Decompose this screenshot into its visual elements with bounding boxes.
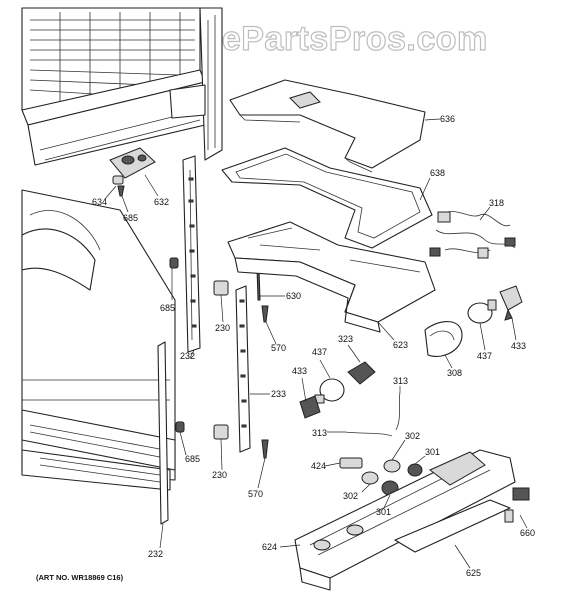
callout-685-mid: 685	[160, 303, 175, 313]
callout-230-upper: 230	[215, 323, 230, 333]
callout-230-lower: 230	[212, 470, 227, 480]
cabinet-side-wall	[169, 7, 223, 161]
callout-685-low: 685	[185, 454, 200, 464]
callout-433-right: 433	[511, 341, 526, 351]
part-685-screw-mid	[169, 257, 179, 269]
callout-232-upper: 232	[180, 351, 195, 361]
part-625-trim	[394, 499, 511, 553]
callout-660: 660	[520, 528, 535, 538]
part-313-wire-upper	[395, 391, 401, 431]
callout-638: 638	[430, 168, 445, 178]
callout-labels: 636 638 318 634 632 685 685 630 230 570 …	[92, 114, 535, 578]
callout-433-center: 433	[292, 366, 307, 376]
callout-308: 308	[447, 368, 462, 378]
part-424-switch	[339, 457, 363, 469]
callout-301-lower: 301	[376, 507, 391, 517]
part-302-knob-upper	[383, 459, 401, 473]
part-624-control-housing	[294, 449, 516, 591]
part-308-light-shield	[424, 321, 463, 357]
callout-570-lower: 570	[248, 489, 263, 499]
art-number: (ART NO. WR18869 C16)	[36, 573, 124, 582]
part-433-socket-right	[499, 285, 523, 321]
part-232-rail-lower	[157, 341, 169, 525]
part-433-socket-center	[299, 395, 321, 419]
callout-685-top: 685	[123, 213, 138, 223]
part-232-rail-upper	[182, 155, 201, 353]
part-570-screw-lower	[261, 439, 269, 459]
part-685-screw-top	[117, 185, 125, 197]
part-437-bulb-center	[314, 378, 345, 404]
part-318-wire-harness	[429, 211, 516, 259]
part-638-insulation	[221, 147, 433, 249]
part-313-wire-lower	[344, 431, 393, 437]
callout-437-center: 437	[312, 347, 327, 357]
cabinet-top-shelf	[21, 7, 206, 166]
part-233-rail	[235, 285, 251, 453]
callout-570-upper: 570	[271, 343, 286, 353]
callout-318: 318	[489, 198, 504, 208]
callout-313-lower: 313	[312, 428, 327, 438]
part-230-support-upper	[213, 280, 229, 296]
callout-636: 636	[440, 114, 455, 124]
part-685-screw-low	[175, 421, 185, 433]
part-437-bulb-right	[467, 299, 497, 324]
callout-632: 632	[154, 197, 169, 207]
part-323-socket-center	[347, 361, 376, 385]
part-302-knob-lower	[361, 471, 379, 485]
callout-625: 625	[466, 568, 481, 578]
callout-437-right: 437	[477, 351, 492, 361]
callout-424: 424	[311, 461, 326, 471]
part-632-light-housing	[109, 147, 156, 179]
part-634-switch	[112, 175, 124, 185]
callout-233: 233	[271, 389, 286, 399]
leader-lines	[104, 118, 528, 569]
callout-323: 323	[338, 334, 353, 344]
callout-232-lower: 232	[148, 549, 163, 559]
callout-634: 634	[92, 197, 107, 207]
part-636-cover	[229, 79, 426, 173]
part-623-duct	[227, 221, 436, 333]
part-570-screw-upper	[261, 305, 269, 323]
callout-302-lower: 302	[343, 491, 358, 501]
callout-624: 624	[262, 542, 277, 552]
part-301-knob-upper	[407, 463, 423, 477]
part-660-connector	[504, 487, 530, 523]
callout-623: 623	[393, 340, 408, 350]
callout-630: 630	[286, 291, 301, 301]
part-230-support-lower	[213, 424, 229, 440]
callout-301-upper: 301	[425, 447, 440, 457]
callout-302-upper: 302	[405, 431, 420, 441]
callout-313-upper: 313	[393, 376, 408, 386]
crisper-drawer-area	[21, 189, 176, 491]
